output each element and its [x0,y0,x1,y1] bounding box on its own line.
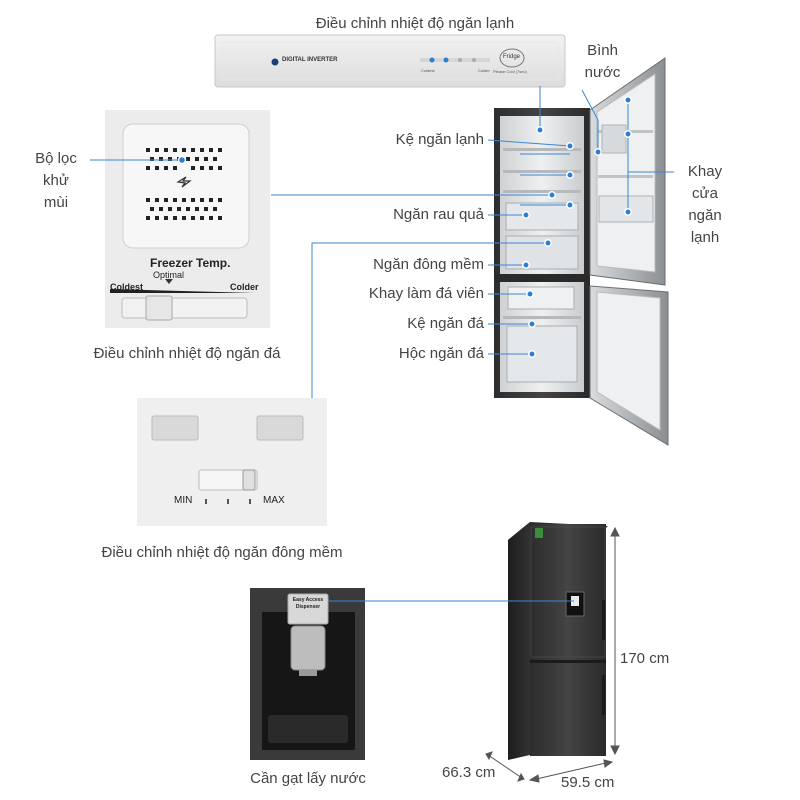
dimension-width: 59.5 cm [561,774,615,791]
leader-lines [90,86,674,602]
freezer-temp-slider[interactable] [145,295,173,321]
label-fridge-shelf: Kệ ngăn lạnh [395,131,484,148]
soft-freeze-panel [137,398,327,526]
label-freezer-shelf: Kệ ngăn đá [407,315,484,332]
freezer-temp-panel [105,110,270,328]
dimension-depth: 66.3 cm [442,764,496,781]
callout-dots [177,96,632,358]
freezer-coldest-text: Coldest [110,282,144,292]
control-colder-text: Colder [478,68,490,73]
freezer-optimal-text: Optimal [153,270,185,280]
open-fridge-illustration [494,57,669,446]
label-soft-freeze-temp-control: Điều chỉnh nhiệt độ ngăn đông mềm [101,544,343,561]
soft-max-text: MAX [263,495,285,506]
soft-freeze-slider[interactable] [242,469,256,491]
closed-fridge-illustration [508,522,608,760]
dimension-lines [485,526,620,783]
label-soft-freeze: Ngăn đông mềm [373,256,484,273]
energy-label-icon [535,528,543,538]
label-fridge-temp-control: Điều chỉnh nhiệt độ ngăn lạnh [315,15,515,32]
control-coldest-text: Coldest [421,68,435,73]
dispenser-panel [250,588,365,760]
freezer-colder-text: Colder [230,282,259,292]
soft-min-text: MIN [174,495,193,506]
control-fridge-text: Fridge [503,54,521,60]
label-door-tray: Khay cửa ngăn lạnh [687,163,723,246]
label-veg-drawer: Ngăn rau quả [393,206,484,223]
label-freezer-temp-control: Điều chỉnh nhiệt độ ngăn đá [93,345,281,362]
optimal-arrow-icon [165,279,173,284]
control-sub-text: Please Cool (7sec) [493,69,527,74]
control-brand-text: DIGITAL INVERTER [282,57,338,63]
fresh-air-icon [176,176,192,188]
freezer-temp-title: Freezer Temp. [150,256,231,270]
label-water-lever: Cần gạt lấy nước [250,770,366,787]
water-lever[interactable] [290,625,326,671]
label-freezer-box: Hộc ngăn đá [398,345,484,362]
label-odor-filter: Bộ lọc khử mùi [35,150,77,211]
temp-gradient-bar [110,289,255,293]
dispenser-label: Easy Access Dispenser [292,597,324,610]
dimension-height: 170 cm [620,650,670,667]
label-water-tank: Bình nước [584,42,621,81]
label-ice-tray: Khay làm đá viên [368,285,484,302]
brand-logo-icon [271,58,279,66]
fridge-control-panel [214,34,566,88]
